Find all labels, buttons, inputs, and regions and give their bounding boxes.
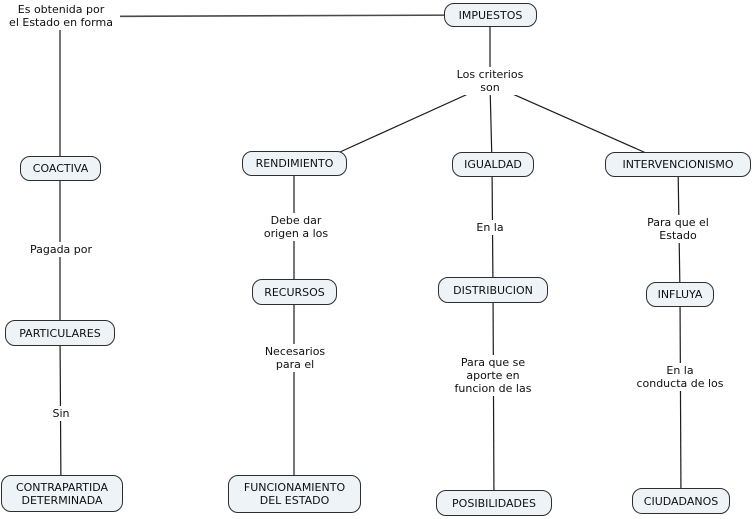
edge-influya-ciudadanos — [679, 293, 682, 502]
concept-intervencionismo[interactable]: INTERVENCIONISMO — [605, 152, 751, 177]
linking-phrase-necesarios[interactable]: Necesarios para el — [245, 344, 345, 372]
concept-ciudadanos[interactable]: CIUDADANOS — [632, 488, 730, 514]
linking-phrase-sin[interactable]: Sin — [39, 406, 83, 421]
concept-igualdad[interactable]: IGUALDAD — [452, 152, 534, 177]
concept-rendimiento[interactable]: RENDIMIENTO — [242, 151, 347, 176]
edge-criterios-intervencionismo — [489, 83, 647, 154]
concept-distribucion[interactable]: DISTRIBUCION — [438, 277, 548, 303]
linking-phrase-obtencion[interactable]: Es obtenida por el Estado en forma — [2, 2, 120, 30]
concept-funcionamiento[interactable]: FUNCIONAMIENTO DEL ESTADO — [228, 475, 361, 513]
edge-obtencion-impuestos — [60, 14, 491, 18]
linking-phrase-para-que-el-estado[interactable]: Para que el Estado — [628, 215, 728, 243]
linking-phrase-pagada-por[interactable]: Pagada por — [21, 242, 101, 257]
concept-contrapartida[interactable]: CONTRAPARTIDA DETERMINADA — [1, 475, 123, 512]
concept-recursos[interactable]: RECURSOS — [252, 279, 337, 305]
concept-impuestos[interactable]: IMPUESTOS — [444, 3, 537, 27]
edge-criterios-igualdad — [489, 83, 493, 165]
edge-distribucion-posibilidades — [492, 289, 495, 504]
edge-criterios-rendimiento — [339, 83, 491, 153]
linking-phrase-criterios[interactable]: Los criterios son — [440, 67, 540, 95]
concept-particulares[interactable]: PARTICULARES — [5, 320, 115, 346]
concept-coactiva[interactable]: COACTIVA — [20, 156, 101, 181]
linking-phrase-en-la[interactable]: En la — [462, 220, 518, 235]
linking-phrase-conducta[interactable]: En la conducta de los — [620, 363, 740, 391]
linking-phrase-aporte[interactable]: Para que se aporte en funcion de las — [433, 355, 553, 396]
concept-posibilidades[interactable]: POSIBILIDADES — [436, 490, 552, 516]
linking-phrase-debe-dar[interactable]: Debe dar origen a los — [246, 213, 346, 241]
concept-influya[interactable]: INFLUYA — [646, 282, 714, 307]
